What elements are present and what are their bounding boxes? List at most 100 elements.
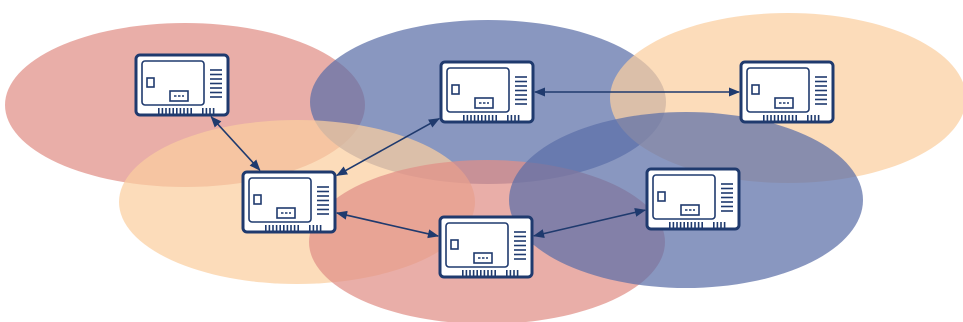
- port-pin: [190, 108, 192, 114]
- port-pin: [784, 115, 787, 121]
- port-pin: [690, 222, 693, 228]
- display-window: [474, 97, 494, 109]
- port-pin: [694, 222, 696, 228]
- port-pin: [469, 270, 471, 276]
- port-pin: [279, 225, 281, 231]
- port-pin: [316, 225, 318, 231]
- port-pin: [716, 222, 719, 228]
- port-pin: [810, 115, 813, 121]
- display-window: [473, 252, 493, 264]
- port-pin: [723, 222, 726, 228]
- port-pin: [268, 225, 271, 231]
- port-pin: [470, 115, 472, 121]
- port-pin: [158, 108, 160, 114]
- port-pin: [172, 108, 174, 114]
- display-window: [680, 204, 700, 216]
- link-dev-top-left-to-dev-mid-left: [210, 116, 261, 171]
- port-pin: [672, 222, 675, 228]
- device-body: [439, 60, 535, 124]
- port-pin: [791, 115, 794, 121]
- device-body: [645, 167, 741, 231]
- router-device-icon: [739, 60, 835, 124]
- port-pin: [463, 115, 465, 121]
- port-pin: [510, 115, 513, 121]
- display-window: [169, 90, 189, 102]
- port-pin: [477, 115, 479, 121]
- port-pin: [494, 270, 496, 276]
- port-pin: [795, 115, 797, 121]
- port-pin: [472, 270, 475, 276]
- port-pin: [275, 225, 278, 231]
- display-window: [774, 97, 794, 109]
- port-pin: [777, 115, 779, 121]
- status-led: [451, 84, 460, 95]
- port-pin: [481, 115, 483, 121]
- port-pin: [495, 115, 497, 121]
- port-pin: [713, 222, 715, 228]
- port-pin: [473, 115, 476, 121]
- port-pin: [168, 108, 171, 114]
- device-body: [241, 170, 337, 234]
- device-panel: [746, 67, 810, 113]
- port-pin: [506, 270, 508, 276]
- router-device-icon: [241, 170, 337, 234]
- port-pin: [286, 225, 289, 231]
- port-pin: [290, 225, 292, 231]
- port-pin: [687, 222, 689, 228]
- port-pin: [701, 222, 703, 228]
- port-pin: [212, 108, 215, 114]
- device-panel: [248, 177, 312, 223]
- port-pin: [516, 270, 519, 276]
- port-pin: [513, 270, 515, 276]
- port-pin: [202, 108, 204, 114]
- port-pin: [484, 115, 487, 121]
- port-pin: [770, 115, 772, 121]
- devices: [134, 53, 835, 279]
- port-pin: [462, 270, 464, 276]
- port-pin: [683, 222, 685, 228]
- link-dev-mid-left-to-dev-top-mid: [336, 117, 440, 177]
- status-led: [657, 191, 666, 202]
- port-pin: [483, 270, 486, 276]
- device-panel: [446, 67, 510, 113]
- links: [210, 87, 741, 239]
- port-pin: [297, 225, 299, 231]
- port-pin: [788, 115, 790, 121]
- port-pin: [763, 115, 765, 121]
- port-pin: [272, 225, 274, 231]
- port-pin: [480, 270, 482, 276]
- port-pin: [186, 108, 189, 114]
- status-led: [253, 194, 262, 205]
- port-pin: [491, 115, 494, 121]
- port-pin: [490, 270, 493, 276]
- device-panel: [652, 174, 716, 220]
- device-body: [438, 215, 534, 279]
- port-pin: [669, 222, 671, 228]
- device-panel: [445, 222, 509, 268]
- port-pin: [265, 225, 267, 231]
- port-pin: [183, 108, 185, 114]
- port-pin: [720, 222, 722, 228]
- port-pin: [766, 115, 769, 121]
- port-pin: [697, 222, 700, 228]
- device-body: [134, 53, 230, 117]
- port-pin: [176, 108, 178, 114]
- port-pin: [488, 115, 490, 121]
- port-pin: [476, 270, 478, 276]
- status-led: [146, 77, 155, 88]
- port-pin: [814, 115, 816, 121]
- port-pin: [487, 270, 489, 276]
- port-pin: [507, 115, 509, 121]
- status-led: [751, 84, 760, 95]
- port-pin: [465, 270, 468, 276]
- port-pin: [312, 225, 315, 231]
- port-pin: [679, 222, 682, 228]
- port-pin: [165, 108, 167, 114]
- port-pin: [319, 225, 322, 231]
- link-dev-mid-left-to-dev-bottom-mid: [335, 210, 440, 239]
- port-pin: [205, 108, 208, 114]
- port-pin: [781, 115, 783, 121]
- router-device-icon: [438, 215, 534, 279]
- display-window: [276, 207, 296, 219]
- router-device-icon: [439, 60, 535, 124]
